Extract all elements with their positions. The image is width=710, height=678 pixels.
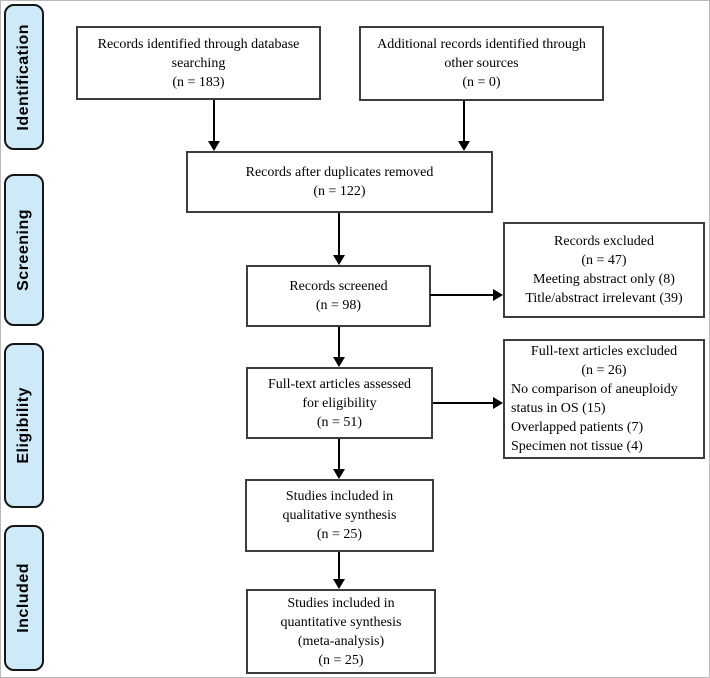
box-text-line: Records excluded <box>554 234 654 249</box>
stage-label-text: Included <box>15 563 32 633</box>
box-text-line: quantitative synthesis <box>280 614 402 630</box>
flow-box-additional-records: Additional records identified through ot… <box>359 26 604 101</box>
box-text-line: (n = 183) <box>172 74 225 90</box>
arrow-down-icon <box>458 101 470 151</box>
box-text-line: (n = 25) <box>318 652 364 668</box>
flow-box-duplicates-removed: Records after duplicates removed (n = 12… <box>186 151 493 213</box>
box-text-line: qualitative synthesis <box>282 508 397 523</box>
box-text-line: Records identified through database <box>97 36 300 52</box>
box-text-line: (n = 25) <box>316 527 363 542</box>
box-text-line: (meta-analysis) <box>297 633 385 649</box>
flow-box-records-screened: Records screened (n = 98) <box>246 265 431 327</box>
box-text-line: Full-text articles assessed <box>267 376 412 392</box>
stage-label-included: Included <box>4 525 44 671</box>
box-text-line: (n = 122) <box>313 184 366 199</box>
box-text-line: (n = 0) <box>462 75 501 90</box>
flow-box-fulltext-assessed: Full-text articles assessed for eligibil… <box>246 367 433 439</box>
stage-label-text: Eligibility <box>15 387 32 464</box>
box-text-line: Title/abstract irrelevant (39) <box>525 291 683 306</box>
arrow-down-icon <box>333 439 345 479</box>
flow-box-quantitative-synthesis: Studies included in quantitative synthes… <box>246 589 436 674</box>
box-text-line: Additional records identified through <box>377 37 586 52</box>
box-text-line: searching <box>171 55 226 71</box>
box-text-line: Records after duplicates removed <box>245 165 434 180</box>
arrow-down-icon <box>208 100 220 151</box>
stage-label-text: Identification <box>15 23 32 131</box>
stage-label-identification: Identification <box>4 4 44 150</box>
arrow-down-icon <box>333 552 345 589</box>
box-text-line: Overlapped patients (7) <box>511 420 644 435</box>
arrow-down-icon <box>333 327 345 367</box>
arrow-right-icon <box>430 289 503 301</box>
box-text-line: (n = 98) <box>315 298 362 313</box>
box-text-line: Records screened <box>289 279 388 294</box>
box-text-line: (n = 47) <box>581 253 627 268</box>
box-text-line: other sources <box>444 56 519 71</box>
flow-box-fulltext-excluded: Full-text articles excluded (n = 26) No … <box>503 339 705 459</box>
box-text-line: for eligibility <box>302 395 377 411</box>
arrow-down-icon <box>333 213 345 265</box>
flow-box-qualitative-synthesis: Studies included in qualitative synthesi… <box>245 479 434 552</box>
box-text-line: (n = 26) <box>581 363 627 378</box>
box-text-line: Meeting abstract only (8) <box>533 272 675 287</box>
box-text-line: (n = 51) <box>316 414 363 430</box>
stage-label-eligibility: Eligibility <box>4 343 44 508</box>
box-text-line: Specimen not tissue (4) <box>511 439 643 454</box>
arrow-right-icon <box>433 397 503 409</box>
box-text-line: Studies included in <box>287 595 395 611</box>
box-text-line: Studies included in <box>285 489 394 504</box>
stage-label-text: Screening <box>15 209 32 291</box>
box-text-line: No comparison of aneuploidy status in OS… <box>511 382 678 416</box>
box-text-line: Full-text articles excluded <box>530 344 678 359</box>
flow-box-records-identified: Records identified through database sear… <box>76 26 321 100</box>
flow-box-records-excluded: Records excluded (n = 47) Meeting abstra… <box>503 222 705 318</box>
stage-label-screening: Screening <box>4 174 44 326</box>
